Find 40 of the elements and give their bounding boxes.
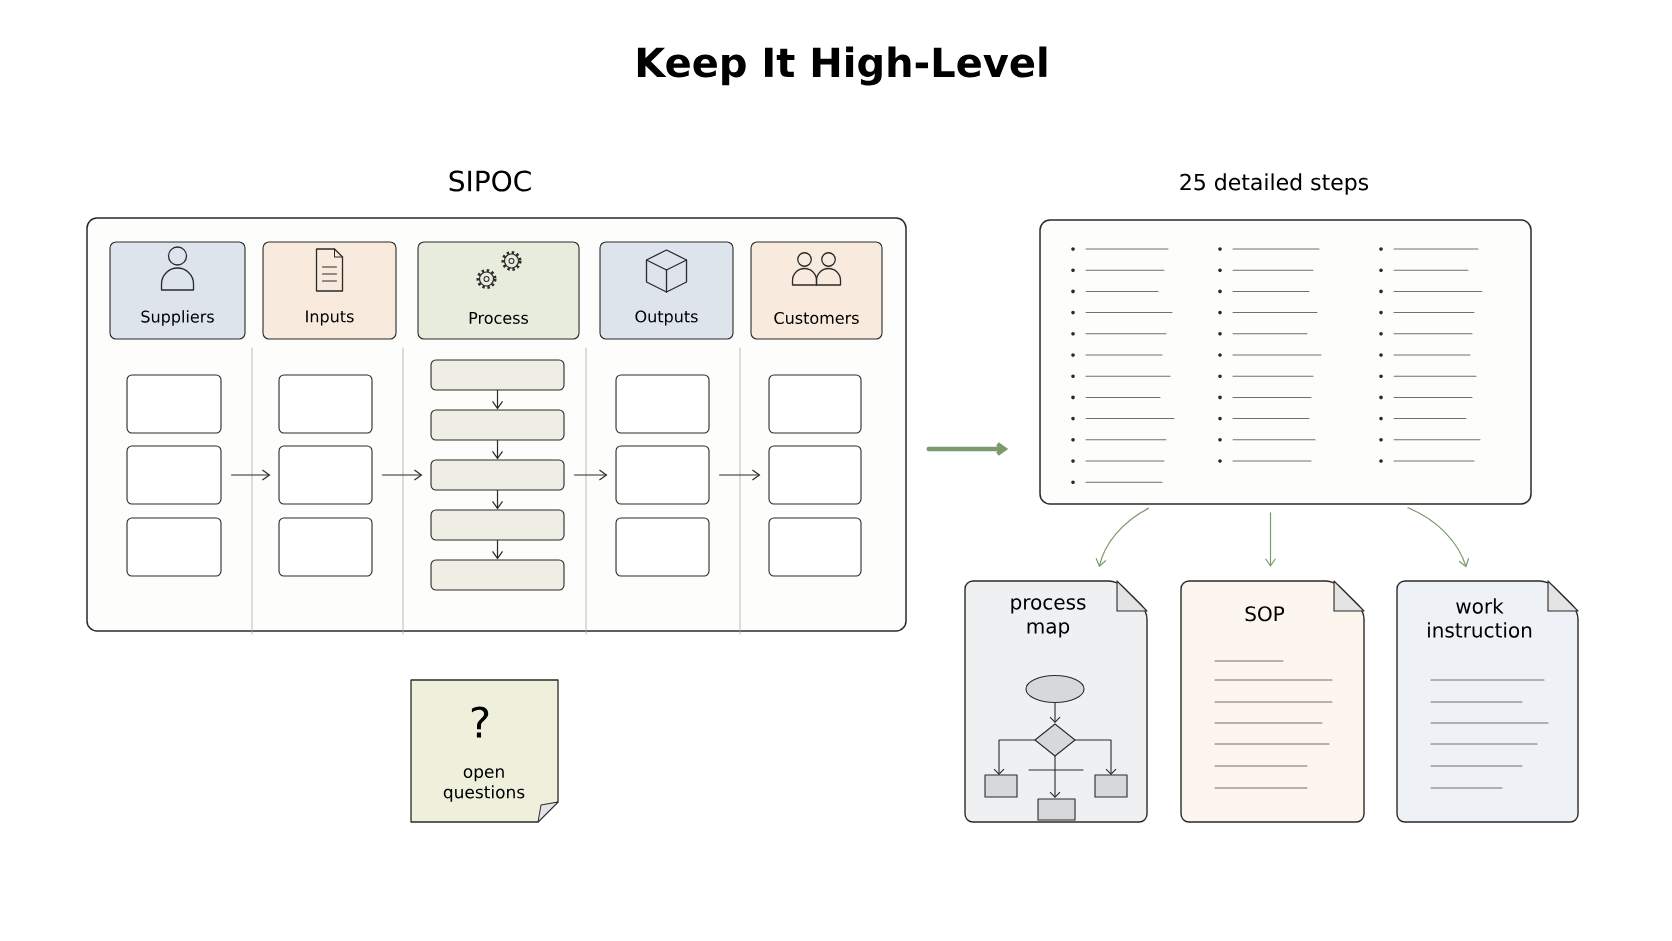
empty-box (768, 517, 862, 577)
step-box (430, 509, 565, 541)
empty-box (768, 445, 862, 505)
empty-box (615, 374, 710, 434)
header-box: Customers (750, 241, 883, 340)
empty-box (278, 374, 373, 434)
empty-box (126, 517, 222, 577)
arrow (381, 469, 423, 481)
arrow (230, 469, 271, 481)
panel-heading: 25 detailed steps (1180, 173, 1369, 195)
step-box (430, 359, 565, 391)
header-box: Outputs (599, 241, 734, 340)
empty-box (126, 374, 222, 434)
arrow (718, 469, 761, 481)
empty-box (126, 445, 222, 505)
arrow (926, 442, 1009, 456)
title: Keep It High-Level (637, 46, 1047, 86)
empty-box (278, 517, 373, 577)
arrow (1407, 507, 1470, 568)
sticky-note: ? open questions (410, 679, 559, 823)
empty-box (768, 374, 862, 434)
header-box: Process (417, 241, 580, 340)
step-box (430, 459, 565, 491)
step-box (430, 559, 565, 591)
panel-heading: SIPOC (449, 170, 531, 192)
arrow (491, 389, 504, 410)
document-page: work instruction (1396, 580, 1579, 823)
arrow (1095, 507, 1149, 568)
arrow (491, 439, 504, 460)
header-box: Inputs (262, 241, 397, 340)
arrow (491, 539, 504, 560)
arrow (573, 469, 608, 481)
empty-box (615, 445, 710, 505)
step-box (430, 409, 565, 441)
arrow (491, 489, 504, 510)
header-box: Suppliers (109, 241, 246, 340)
empty-box (278, 445, 373, 505)
document-page: SOP (1180, 580, 1365, 823)
arrow (1264, 512, 1277, 567)
empty-box (615, 517, 710, 577)
